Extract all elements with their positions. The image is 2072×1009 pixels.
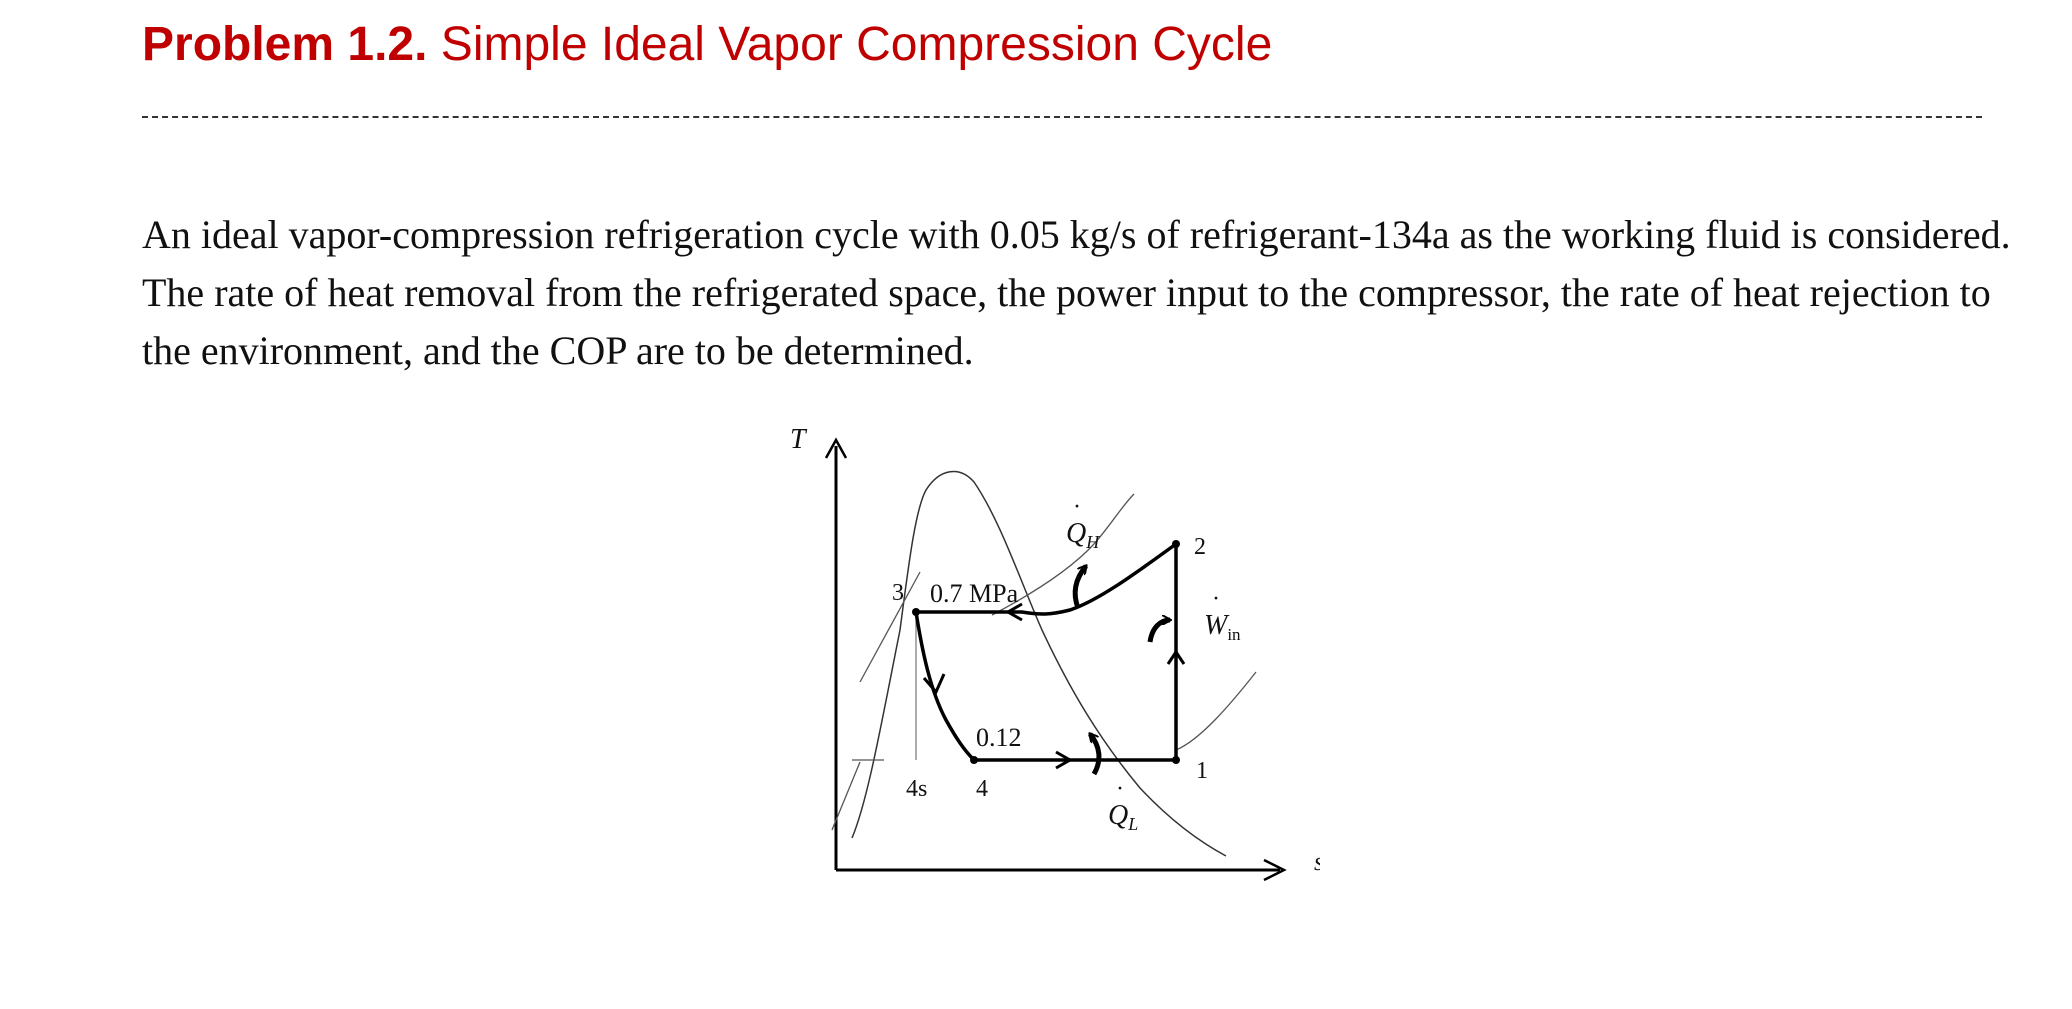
work-in-arrow xyxy=(1147,620,1170,643)
process-3-4 xyxy=(914,611,976,762)
state-point-1 xyxy=(1172,756,1180,764)
low-pressure-label: 0.12 xyxy=(976,723,1022,752)
ts-diagram: T s 1 2 3 4 4s 0.7 MPa 0.12 QH · QL · Wi… xyxy=(790,424,1320,882)
problem-heading: Problem 1.2. Simple Ideal Vapor Compress… xyxy=(142,10,1272,80)
problem-statement: An ideal vapor-compression refrigeration… xyxy=(142,212,2011,373)
heat-out-dot: · xyxy=(1073,494,1081,520)
work-in-label: Win xyxy=(1204,610,1241,644)
heat-in-arrow xyxy=(1088,734,1102,776)
high-pressure-isobar xyxy=(859,493,1135,683)
state-label-1: 1 xyxy=(1196,758,1208,784)
heat-out-label: QH xyxy=(1066,518,1100,552)
t-axis-arrow xyxy=(824,437,848,459)
problem-title: Simple Ideal Vapor Compression Cycle xyxy=(440,18,1273,71)
t-axis-label: T xyxy=(790,424,808,455)
s-axis-label: s xyxy=(1314,847,1320,876)
state-point-2 xyxy=(1172,540,1180,548)
process-2-3 xyxy=(916,542,1178,616)
arrow-3-4 xyxy=(922,673,946,695)
heat-in-label: QL xyxy=(1108,800,1138,834)
state-label-4s: 4s xyxy=(906,776,927,802)
high-pressure-label: 0.7 MPa xyxy=(930,579,1019,608)
heat-in-dot: · xyxy=(1116,776,1124,802)
state-label-3: 3 xyxy=(892,580,904,606)
arrow-1-2 xyxy=(1166,649,1186,665)
dashed-divider xyxy=(142,116,1982,118)
state-point-4 xyxy=(970,756,978,764)
state-label-4: 4 xyxy=(976,776,988,802)
saturation-dome xyxy=(851,470,1227,857)
s-axis-arrow xyxy=(1263,858,1287,882)
low-pressure-isobar xyxy=(831,671,1257,831)
arrow-2-3 xyxy=(1004,602,1023,622)
state-point-3 xyxy=(912,608,920,616)
arrow-4-1 xyxy=(1055,750,1074,770)
state-label-2: 2 xyxy=(1194,534,1206,560)
work-in-dot: · xyxy=(1212,586,1220,612)
heat-out-arrow xyxy=(1072,566,1088,609)
problem-label: Problem 1.2. xyxy=(142,18,428,71)
